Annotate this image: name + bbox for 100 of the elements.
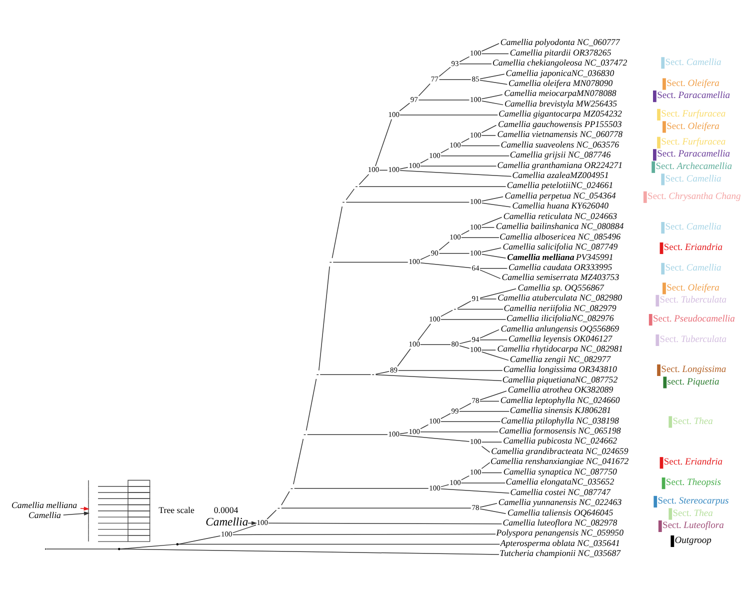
node-label: 100	[368, 165, 380, 174]
connector	[375, 118, 392, 166]
legend-label: Sect. Camellia	[665, 222, 722, 233]
node-text: Camellia leptophylla NC_024660	[500, 394, 620, 405]
connector	[306, 378, 317, 431]
connector	[440, 413, 451, 419]
node-label: 77	[430, 74, 438, 84]
legend-label: Sect. Pseudocamellia	[652, 314, 735, 325]
node-text: Camellia gigantocarpa MZ054232	[498, 108, 622, 119]
legend-label: Sect. Furfuracea	[661, 137, 726, 148]
connector	[46, 548, 119, 550]
node-text: Camellia pubicosta NC_024662	[503, 436, 618, 446]
connector	[481, 53, 509, 54]
node-label: 100	[388, 110, 400, 119]
node-text: Camellia gauchowensis PP155503	[498, 118, 622, 129]
node-label: 97	[410, 94, 418, 104]
connector	[440, 148, 450, 154]
node-text: Camellia ilicifoliaNC_082976	[506, 313, 614, 324]
node-label: 100	[221, 530, 232, 539]
node-text: Camellia longissima OR343810	[503, 364, 617, 374]
legend-label: Sect. Paracamellia	[657, 91, 730, 102]
connector	[440, 484, 450, 488]
connector	[481, 43, 500, 52]
connector	[438, 252, 470, 254]
connector	[459, 402, 472, 410]
connector	[420, 262, 472, 268]
connector	[399, 102, 410, 112]
legend-label: Sect. Camellia	[665, 58, 722, 68]
connector	[120, 544, 177, 550]
node-text: Camellia perpetua NC_054364	[504, 190, 616, 200]
connector	[420, 254, 430, 260]
node-text: Camellia yunnanensis NC_022463	[498, 497, 622, 508]
connector	[480, 74, 505, 80]
connector	[481, 462, 490, 469]
connector	[481, 248, 502, 252]
connector	[480, 503, 498, 508]
node-label: 100	[429, 483, 440, 492]
connector	[480, 508, 506, 514]
legend-label: Sect. Stereocarpus	[658, 496, 729, 507]
node-text: Camellia	[206, 515, 248, 528]
connector	[480, 288, 516, 298]
connector	[460, 475, 470, 480]
node-label: 100	[388, 429, 400, 438]
node-label: -	[303, 429, 306, 438]
node-text: Camellia synaptica NC_087750	[503, 466, 617, 476]
node-label: 100	[470, 222, 482, 232]
connector	[480, 268, 508, 269]
node-text: Camellia melliana	[12, 500, 78, 510]
connector	[400, 114, 498, 116]
connector	[481, 227, 495, 228]
node-label: -	[316, 370, 319, 379]
connector	[232, 534, 496, 536]
connector	[346, 202, 470, 203]
connector	[358, 186, 506, 187]
legend-label: Sect. Thea	[672, 508, 713, 519]
node-text: Camellia neriifolia NC_082979	[504, 302, 616, 313]
connector	[400, 166, 408, 170]
legend-label: Outgroop	[674, 536, 712, 546]
node-label: 100	[470, 436, 482, 446]
connector	[438, 66, 451, 77]
legend-label: Sect. Camellia	[665, 264, 722, 274]
connector	[482, 100, 504, 106]
connector	[440, 310, 453, 317]
node-text: Camellia grijsii NC_087746	[510, 150, 611, 160]
node-text: Camellia caudata OR333995	[508, 262, 612, 272]
connector	[400, 432, 408, 434]
connector	[460, 230, 470, 236]
node-text: Camellia costei NC_087747	[510, 486, 610, 497]
node-label: 100	[408, 161, 420, 170]
connector	[346, 188, 355, 200]
node-text: Camellia polyodonta NC_060777	[500, 37, 620, 48]
node-text: Camellia salicifolia NC_087749	[502, 242, 618, 252]
connector	[440, 488, 510, 494]
node-label: 85	[472, 74, 480, 84]
connector	[120, 548, 500, 555]
connector	[438, 79, 472, 80]
connector	[460, 237, 500, 238]
connector	[481, 216, 502, 226]
node-text: Camellia vietnamensis NC_060778	[497, 129, 623, 140]
connector	[440, 421, 501, 422]
node-label: -	[454, 304, 456, 314]
connector	[438, 242, 450, 251]
node-label: 100	[470, 248, 482, 258]
node-label: 100	[408, 257, 420, 266]
node-label: -	[372, 370, 374, 379]
node-label: 89	[390, 365, 398, 374]
connector	[482, 254, 506, 258]
node-text: Camellia japonicaNC_036830	[506, 68, 614, 78]
arrow	[80, 506, 90, 511]
node-text: Tutcheria championii NC_035687	[500, 548, 621, 558]
arrow	[63, 512, 90, 516]
node-text: Camellia bailinshanica NC_080884	[496, 221, 624, 232]
node-text: Camellia renshanxiangiae NC_041672	[490, 456, 629, 466]
label: 0.0004	[214, 505, 238, 516]
connector	[398, 370, 503, 371]
connector	[480, 270, 501, 279]
legend-label: Sect. Oleifera	[666, 78, 720, 89]
node-label: 100	[470, 468, 482, 477]
node-label: -	[329, 257, 332, 266]
node-label: 100	[408, 340, 420, 349]
